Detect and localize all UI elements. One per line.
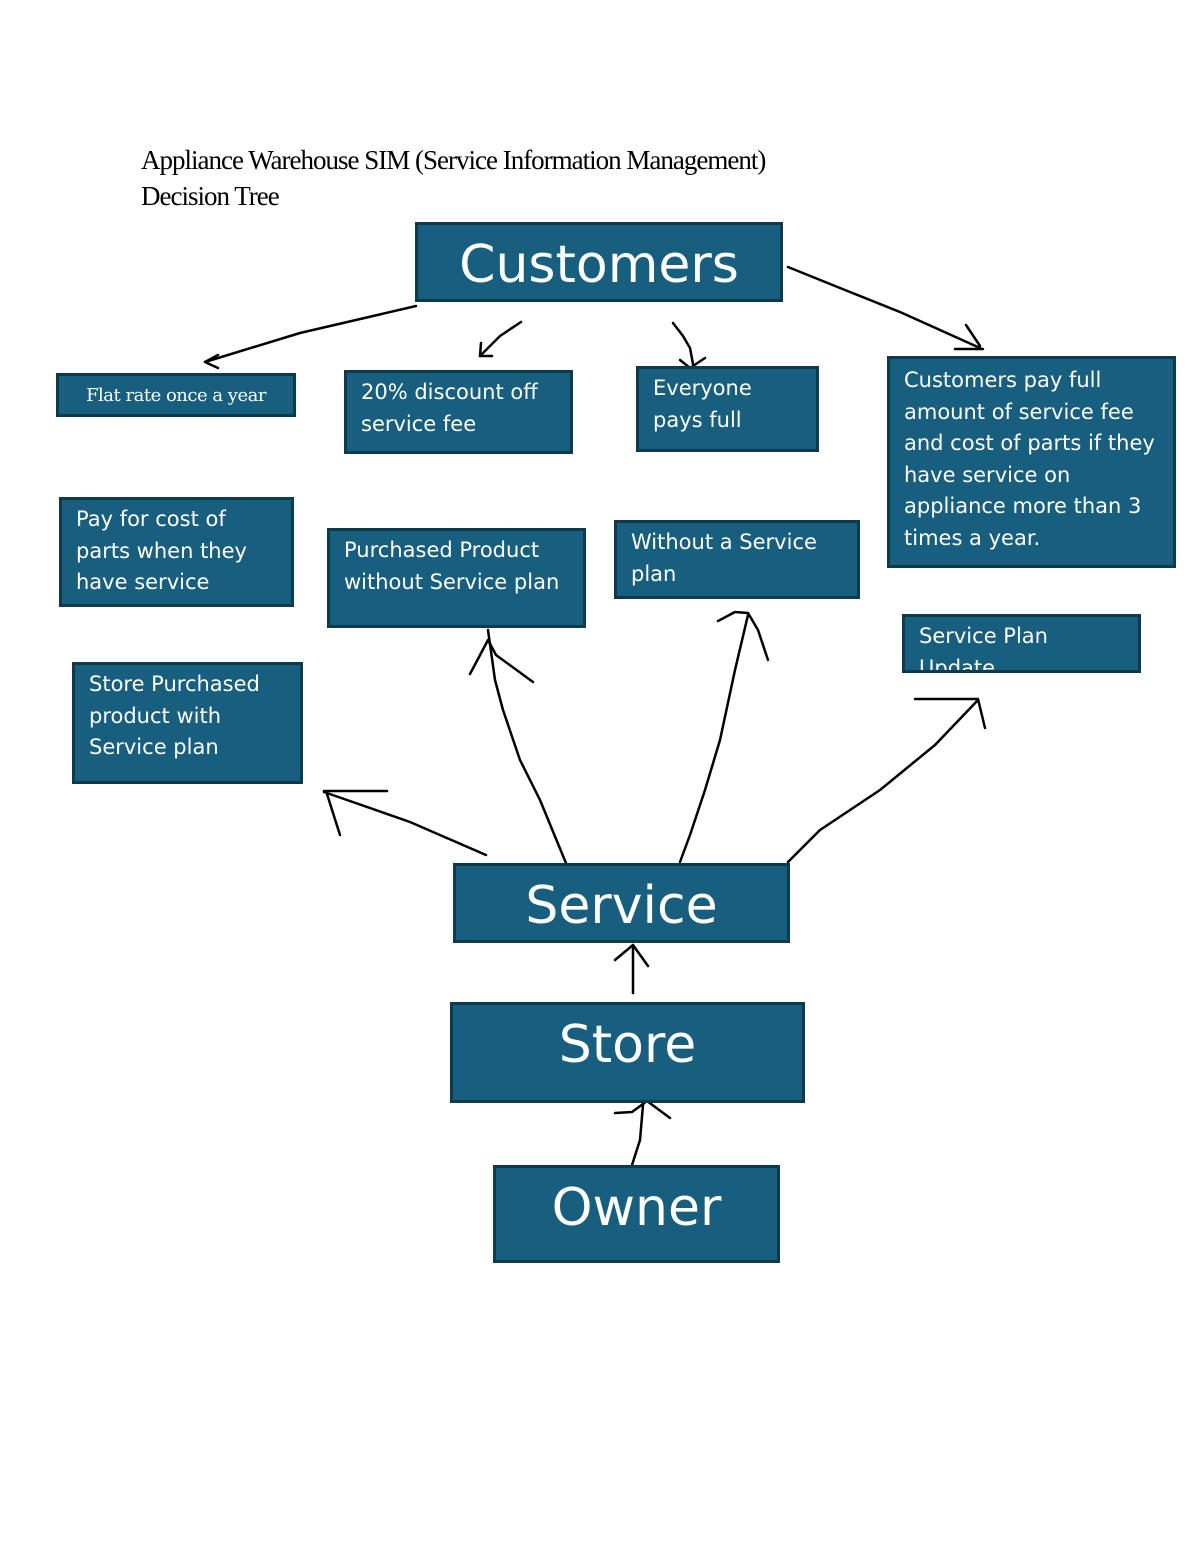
option-flat-rate-label: Flat rate once a year (86, 384, 266, 406)
arrowhead-store-manager (613, 1099, 672, 1120)
arrow-to-pay-full (786, 265, 982, 350)
store-manager-label: Store Manager (514, 1015, 742, 1100)
document-title: Appliance Warehouse SIM (Service Informa… (141, 142, 766, 214)
arrowhead-pay-full (953, 323, 985, 351)
owner-node: Owner (493, 1165, 780, 1263)
option-pay-parts-label: Pay for cost of parts when they have ser… (76, 507, 247, 594)
option-pay-parts: Pay for cost of parts when they have ser… (59, 497, 294, 607)
service-label: Service (525, 876, 718, 936)
arrowhead-store-purchased (322, 789, 389, 837)
arrowhead-service (613, 943, 650, 968)
option-without-plan-label: Without a Service plan (631, 530, 817, 586)
arrowhead-without-plan (716, 610, 770, 662)
title-line-1: Appliance Warehouse SIM (Service Informa… (141, 145, 766, 175)
arrow-to-everyone (671, 321, 695, 366)
option-store-purchased-with-plan: Store Purchased product with Service pla… (72, 662, 303, 784)
arrowhead-flat-rate (203, 353, 220, 370)
arrow-to-plan-update (786, 698, 980, 864)
option-everyone-pays-full-label: Everyone pays full (653, 376, 752, 432)
option-pay-full-over-3: Customers pay full amount of service fee… (887, 356, 1176, 568)
option-discount-label: 20% discount off service fee (361, 380, 538, 436)
arrowhead-discount (478, 341, 494, 358)
option-purchased-without-plan-label: Purchased Product without Service plan (344, 538, 560, 594)
service-node: Service (453, 863, 790, 943)
arrow-to-store-manager (630, 1103, 645, 1167)
arrowhead-purchased-without (468, 638, 535, 684)
title-line-2: Decision Tree (141, 181, 280, 211)
option-everyone-pays-full: Everyone pays full (636, 366, 819, 452)
arrow-to-store-purchased (322, 790, 488, 857)
arrow-to-discount (478, 320, 523, 358)
arrow-to-purchased-without (486, 628, 570, 870)
arrow-to-flat-rate (203, 304, 418, 364)
store-manager-node: Store Manager (450, 1002, 805, 1103)
option-purchased-without-plan: Purchased Product without Service plan (327, 528, 586, 628)
option-flat-rate: Flat rate once a year (56, 373, 296, 417)
option-store-purchased-with-plan-label: Store Purchased product with Service pla… (89, 672, 260, 759)
option-discount: 20% discount off service fee (344, 370, 573, 454)
option-service-plan-update: Service Plan Update (902, 614, 1141, 673)
customers-label: Customers (459, 235, 739, 295)
option-pay-full-over-3-label: Customers pay full amount of service fee… (904, 368, 1155, 550)
option-service-plan-update-label: Service Plan Update (919, 624, 1048, 673)
owner-label: Owner (551, 1178, 722, 1238)
customers-node: Customers (415, 222, 783, 302)
arrowhead-plan-update (913, 697, 987, 730)
arrow-to-without-plan (678, 613, 750, 864)
option-without-plan: Without a Service plan (614, 520, 860, 599)
